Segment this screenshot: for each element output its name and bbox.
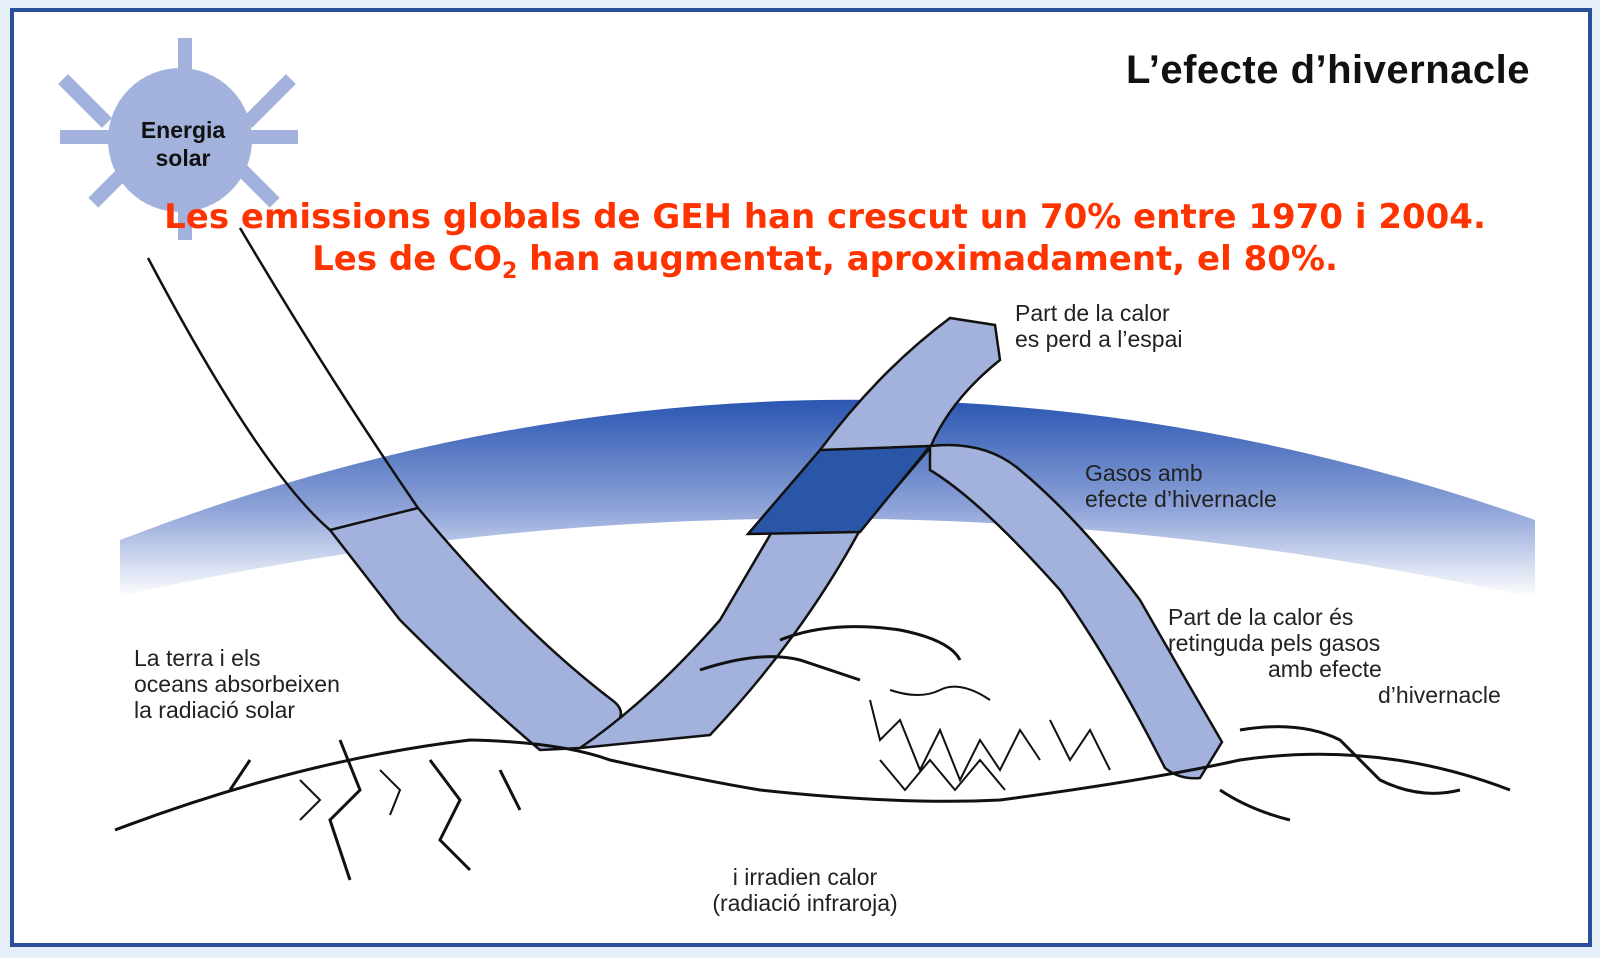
earth-terrain xyxy=(114,625,1511,881)
diagram-title: L’efecte d’hivernacle xyxy=(1125,48,1530,92)
greenhouse-segment xyxy=(745,444,933,536)
headline-line2: Les de CO2 han augmentat, aproximadament… xyxy=(90,238,1560,293)
label-radiate-line2: (radiació infraroja) xyxy=(712,890,898,916)
label-radiate: i irradien calor (radiació infraroja) xyxy=(660,864,950,916)
infrared-beam-retained xyxy=(928,443,1224,780)
label-retained-heat-line1: Part de la calor és xyxy=(1168,604,1354,630)
headline-co2-subscript: 2 xyxy=(501,258,518,284)
label-radiate-line1: i irradien calor xyxy=(732,864,878,890)
label-lost-to-space: Part de la calor es perd a l’espai xyxy=(1015,300,1183,352)
label-lost-to-space-line1: Part de la calor xyxy=(1015,300,1170,326)
headline-line1: Les emissions globals de GEH han crescut… xyxy=(164,197,1486,237)
label-retained-heat-line2: retinguda pels gasos xyxy=(1168,630,1381,656)
label-absorb: La terra i els oceans absorbeixen la rad… xyxy=(134,645,340,723)
label-retained-heat-line4: d’hivernacle xyxy=(1378,682,1501,708)
headline-line2-before: Les de CO xyxy=(312,239,502,279)
label-greenhouse-gases-line2: efecte d’hivernacle xyxy=(1085,486,1277,512)
label-retained-heat-line3: amb efecte xyxy=(1268,656,1382,682)
label-retained-heat: Part de la calor és retinguda pels gasos… xyxy=(1168,604,1501,708)
label-greenhouse-gases-line1: Gasos amb xyxy=(1085,460,1203,486)
solar-beam-edge-left xyxy=(146,257,331,531)
label-greenhouse-gases: Gasos amb efecte d’hivernacle xyxy=(1085,460,1277,512)
headline-line2-after: han augmentat, aproximadament, el 80%. xyxy=(517,239,1338,279)
headline-statistic: Les emissions globals de GEH han crescut… xyxy=(90,196,1560,293)
label-absorb-line2: oceans absorbeixen xyxy=(134,671,340,697)
sun-icon xyxy=(58,38,298,240)
sun-label: Energia solar xyxy=(108,116,258,172)
label-lost-to-space-line2: es perd a l’espai xyxy=(1015,326,1183,352)
solar-beam-edge-right xyxy=(238,227,420,509)
label-absorb-line1: La terra i els xyxy=(134,645,261,671)
sun-label-line2: solar xyxy=(155,145,211,171)
label-absorb-line3: la radiació solar xyxy=(134,697,296,723)
sun-label-line1: Energia xyxy=(140,117,226,143)
terrain-texture xyxy=(299,685,1111,821)
